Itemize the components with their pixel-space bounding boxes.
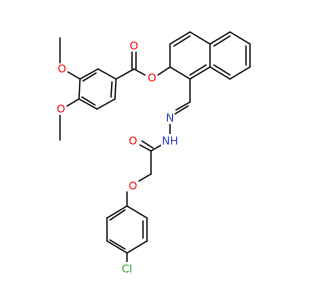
- bond: [189, 66, 211, 80]
- atom-o-methoxy-1: O: [56, 63, 68, 76]
- structure-canvas: O O O O N NH O O: [55, 31, 251, 276]
- bond: [141, 140, 154, 149]
- bond-layer: [59, 31, 251, 264]
- bond: [189, 64, 207, 76]
- atom-o-ester: O: [146, 72, 158, 85]
- bond: [157, 66, 171, 76]
- bond: [126, 205, 148, 219]
- bond: [173, 35, 191, 47]
- bond: [78, 98, 98, 110]
- bond: [209, 31, 231, 45]
- bond: [133, 68, 146, 76]
- bond: [229, 31, 251, 45]
- bond: [169, 66, 191, 80]
- atom-label-o: O: [57, 103, 66, 116]
- bond: [209, 66, 231, 80]
- atom-label-o: O: [130, 40, 139, 53]
- bond: [66, 98, 80, 107]
- atom-o-amide: O: [127, 135, 139, 148]
- atom-o-carbonyl-ester: O: [128, 40, 140, 53]
- bond: [79, 68, 99, 80]
- bond: [97, 68, 117, 80]
- bond: [81, 96, 96, 106]
- bond: [106, 205, 128, 219]
- bond: [67, 71, 81, 80]
- atom-label-cl: Cl: [122, 263, 133, 276]
- atom-n-imine: N: [164, 112, 176, 125]
- bond: [174, 105, 189, 115]
- atom-label-o: O: [129, 135, 138, 148]
- bond: [138, 173, 152, 182]
- atom-label-nh: NH: [162, 135, 179, 148]
- atom-label-o: O: [148, 72, 157, 85]
- bond: [115, 68, 135, 80]
- bond: [169, 31, 191, 45]
- bond: [109, 209, 126, 221]
- atom-label-o: O: [58, 63, 67, 76]
- atom-label-layer: O O O O N NH O O: [55, 40, 180, 276]
- molecule-drawing: O O O O N NH O O: [55, 31, 251, 276]
- bond: [110, 81, 113, 98]
- bond: [114, 78, 117, 100]
- bond: [175, 101, 191, 111]
- bond: [106, 240, 128, 254]
- atom-cl: Cl: [119, 262, 136, 276]
- bond: [126, 240, 148, 254]
- bond: [109, 239, 126, 250]
- bond: [213, 64, 231, 76]
- bond: [96, 98, 116, 110]
- atom-o-ether: O: [127, 180, 139, 193]
- bond: [139, 144, 152, 152]
- bond: [229, 66, 251, 80]
- atom-label-n: N: [166, 112, 174, 125]
- bond: [82, 72, 97, 82]
- bond: [189, 31, 211, 45]
- atom-nh-hydrazide: NH: [161, 134, 180, 148]
- atom-label-o: O: [129, 180, 138, 193]
- atom-o-methoxy-2: O: [55, 103, 67, 116]
- bond: [213, 35, 231, 47]
- bond: [78, 78, 81, 100]
